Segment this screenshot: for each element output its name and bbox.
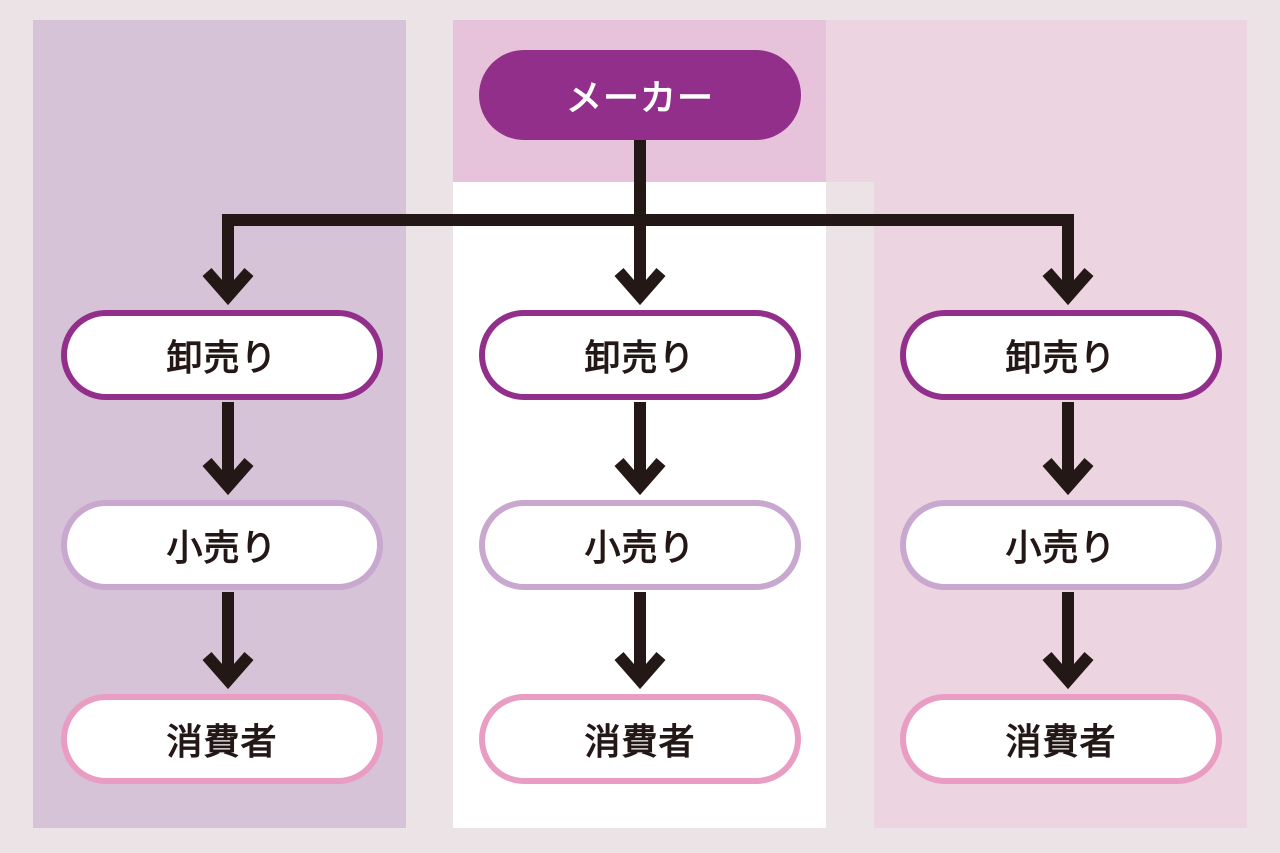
arrowhead xyxy=(202,458,254,496)
retail-node-right: 小売り xyxy=(900,500,1222,590)
wholesale-node-center: 卸売り xyxy=(479,310,801,400)
panel-left xyxy=(33,20,406,828)
consumer-node-center: 消費者 xyxy=(479,694,801,784)
consumer-node-left: 消費者 xyxy=(61,694,383,784)
wholesale-node-left: 卸売り xyxy=(61,310,383,400)
arrowhead xyxy=(614,458,666,496)
consumer-node-right: 消費者 xyxy=(900,694,1222,784)
wholesale-node-right: 卸売り xyxy=(900,310,1222,400)
arrowhead xyxy=(1042,268,1094,306)
arrowhead xyxy=(614,268,666,306)
arrowhead xyxy=(1042,458,1094,496)
retail-node-left: 小売り xyxy=(61,500,383,590)
panel-right-top xyxy=(826,20,1247,182)
arrowhead xyxy=(1042,652,1094,690)
arrowhead xyxy=(202,268,254,306)
retail-node-center: 小売り xyxy=(479,500,801,590)
maker-node: メーカー xyxy=(479,50,801,140)
arrowhead xyxy=(202,652,254,690)
arrowhead xyxy=(614,652,666,690)
